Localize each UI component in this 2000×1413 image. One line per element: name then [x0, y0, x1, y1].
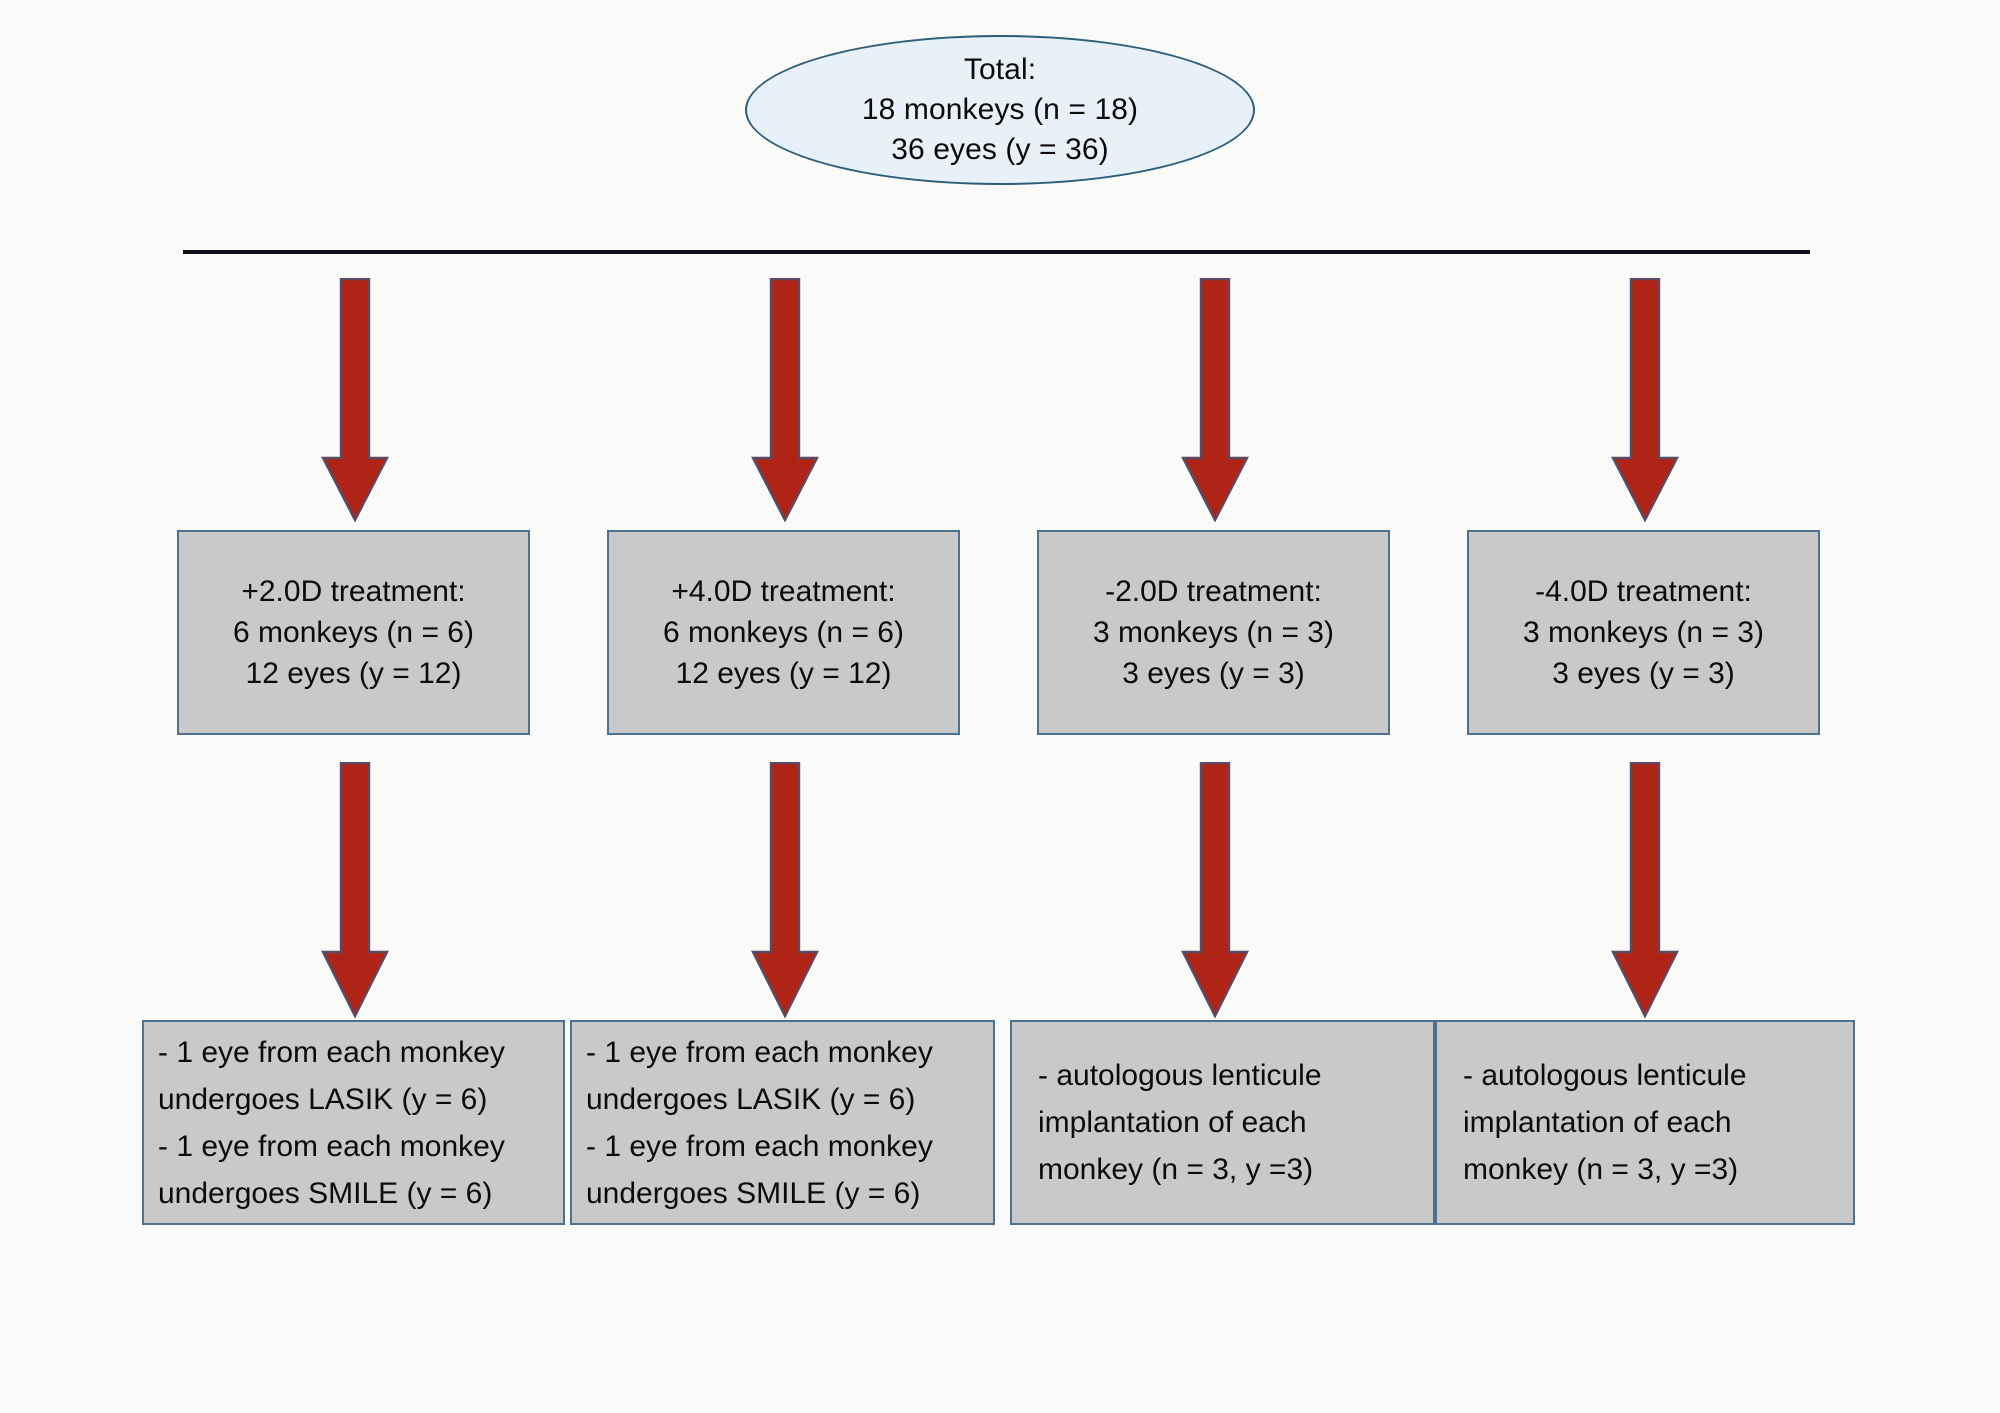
procedure-4-line-1: - autologous lenticule: [1463, 1059, 1747, 1092]
arrow-to-group-1: [320, 278, 390, 522]
group-box-plus-2d: +2.0D treatment: 6 monkeys (n = 6) 12 ey…: [177, 530, 530, 735]
procedure-4-line-3: monkey (n = 3, y =3): [1463, 1153, 1739, 1186]
procedure-3-line-2: implantation of each: [1038, 1106, 1307, 1139]
root-line-3: 36 eyes (y = 36): [891, 133, 1109, 166]
arrow-to-procedure-3: [1180, 762, 1250, 1018]
group-2-line-2: 6 monkeys (n = 6): [663, 616, 904, 649]
procedure-3-line-1: - autologous lenticule: [1038, 1059, 1322, 1092]
group-1-line-2: 6 monkeys (n = 6): [233, 616, 474, 649]
group-2-line-3: 12 eyes (y = 12): [675, 657, 892, 690]
root-node-total: Total: 18 monkeys (n = 18) 36 eyes (y = …: [745, 35, 1255, 185]
group-box-plus-4d: +4.0D treatment: 6 monkeys (n = 6) 12 ey…: [607, 530, 960, 735]
arrow-to-procedure-4: [1610, 762, 1680, 1018]
procedure-box-lasik-smile-1: - 1 eye from each monkey undergoes LASIK…: [142, 1020, 565, 1225]
procedure-2-line-3: - 1 eye from each monkey: [586, 1129, 933, 1163]
group-3-line-1: -2.0D treatment:: [1105, 575, 1322, 608]
group-1-line-3: 12 eyes (y = 12): [245, 657, 462, 690]
procedure-box-lenticule-2: - autologous lenticule implantation of e…: [1435, 1020, 1855, 1225]
procedure-1-line-1: - 1 eye from each monkey: [158, 1035, 505, 1069]
root-line-1: Total:: [963, 53, 1037, 86]
arrow-to-group-3: [1180, 278, 1250, 522]
procedure-1-line-4: undergoes SMILE (y = 6): [158, 1176, 493, 1210]
connector-horizontal-line: [183, 250, 1810, 254]
procedure-box-lasik-smile-2: - 1 eye from each monkey undergoes LASIK…: [570, 1020, 995, 1225]
procedure-box-lenticule-1: - autologous lenticule implantation of e…: [1010, 1020, 1435, 1225]
group-1-line-1: +2.0D treatment:: [241, 575, 466, 608]
group-2-line-1: +4.0D treatment:: [671, 575, 896, 608]
group-3-line-2: 3 monkeys (n = 3): [1093, 616, 1334, 649]
procedure-2-line-1: - 1 eye from each monkey: [586, 1035, 933, 1069]
procedure-2-line-2: undergoes LASIK (y = 6): [586, 1082, 916, 1116]
root-line-2: 18 monkeys (n = 18): [861, 93, 1139, 126]
arrow-to-procedure-2: [750, 762, 820, 1018]
procedure-4-line-2: implantation of each: [1463, 1106, 1732, 1139]
procedure-2-line-4: undergoes SMILE (y = 6): [586, 1176, 921, 1210]
procedure-3-line-3: monkey (n = 3, y =3): [1038, 1153, 1314, 1186]
arrow-to-group-4: [1610, 278, 1680, 522]
group-4-line-3: 3 eyes (y = 3): [1552, 657, 1735, 690]
arrow-to-procedure-1: [320, 762, 390, 1018]
group-3-line-3: 3 eyes (y = 3): [1122, 657, 1305, 690]
procedure-1-line-2: undergoes LASIK (y = 6): [158, 1082, 488, 1116]
group-box-minus-2d: -2.0D treatment: 3 monkeys (n = 3) 3 eye…: [1037, 530, 1390, 735]
group-box-minus-4d: -4.0D treatment: 3 monkeys (n = 3) 3 eye…: [1467, 530, 1820, 735]
procedure-1-line-3: - 1 eye from each monkey: [158, 1129, 505, 1163]
group-4-line-1: -4.0D treatment:: [1535, 575, 1752, 608]
arrow-to-group-2: [750, 278, 820, 522]
group-4-line-2: 3 monkeys (n = 3): [1523, 616, 1764, 649]
